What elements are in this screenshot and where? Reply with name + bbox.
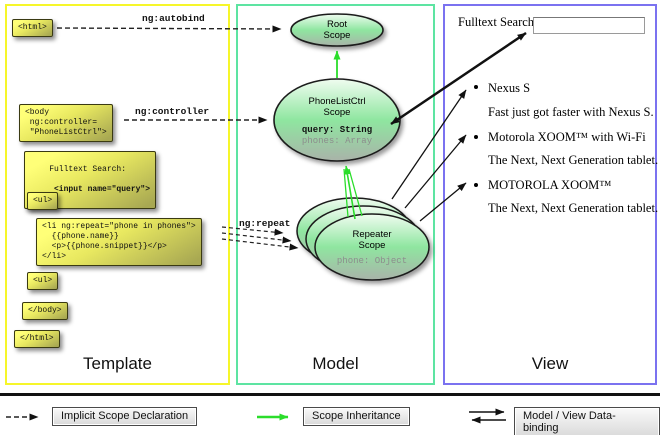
view-column-label: View [531, 354, 569, 373]
label-ng-repeat: ng:repeat [239, 218, 291, 229]
legend-implicit-scope: Implicit Scope Declaration [52, 407, 198, 426]
code-fulltext-label: Fulltext Search: [49, 165, 127, 174]
model-column-label: Model [312, 354, 359, 373]
view-item-title: MOTOROLA XOOM™ [488, 178, 612, 192]
fulltext-search-input[interactable] [533, 17, 645, 34]
code-ul-open: <ul> [27, 192, 59, 210]
code-body-close: </body> [22, 302, 68, 320]
legend-separator [0, 393, 660, 396]
view-item-desc: The Next, Next Generation tablet. [488, 153, 659, 167]
code-li-repeat: <li ng:repeat="phone in phones"> {{phone… [36, 218, 202, 266]
phonelistctrl-scope-label: PhoneListCtrl Scope query: String phones… [277, 96, 397, 147]
root-scope-label: Root Scope [323, 19, 351, 41]
code-html-open: <html> [12, 19, 53, 37]
repeater-scope-label: Repeater Scope phone: Object [317, 229, 427, 267]
label-ng-autobind: ng:autobind [142, 13, 205, 24]
view-item-desc: Fast just got faster with Nexus S. [488, 105, 654, 119]
code-fulltext-input: <input name="query"> [49, 185, 151, 194]
code-body-open: <body ng:controller= "PhoneListCtrl"> [19, 104, 113, 142]
bullet-icon [474, 85, 478, 89]
view-item-title: Nexus S [488, 81, 531, 95]
prop-phone: phone: Object [336, 256, 408, 266]
bullet-icon [474, 135, 478, 139]
prop-phones: phones: Array [301, 136, 373, 146]
view-search-label: Fulltext Search: [458, 15, 538, 29]
legend-data-binding: Model / View Data-binding [514, 407, 660, 435]
view-item-title: Motorola XOOM™ with Wi-Fi [488, 130, 646, 144]
view-item-desc: The Next, Next Generation tablet. [488, 201, 659, 215]
label-ng-controller: ng:controller [135, 106, 210, 117]
legend-scope-inheritance: Scope Inheritance [303, 407, 410, 426]
template-column-label: Template [83, 354, 152, 373]
code-ul-close: <ul> [27, 272, 59, 290]
view-column [443, 4, 657, 385]
prop-query: query: String [301, 125, 373, 135]
bullet-icon [474, 183, 478, 187]
model-column [236, 4, 435, 385]
code-html-close: </html> [14, 330, 60, 348]
